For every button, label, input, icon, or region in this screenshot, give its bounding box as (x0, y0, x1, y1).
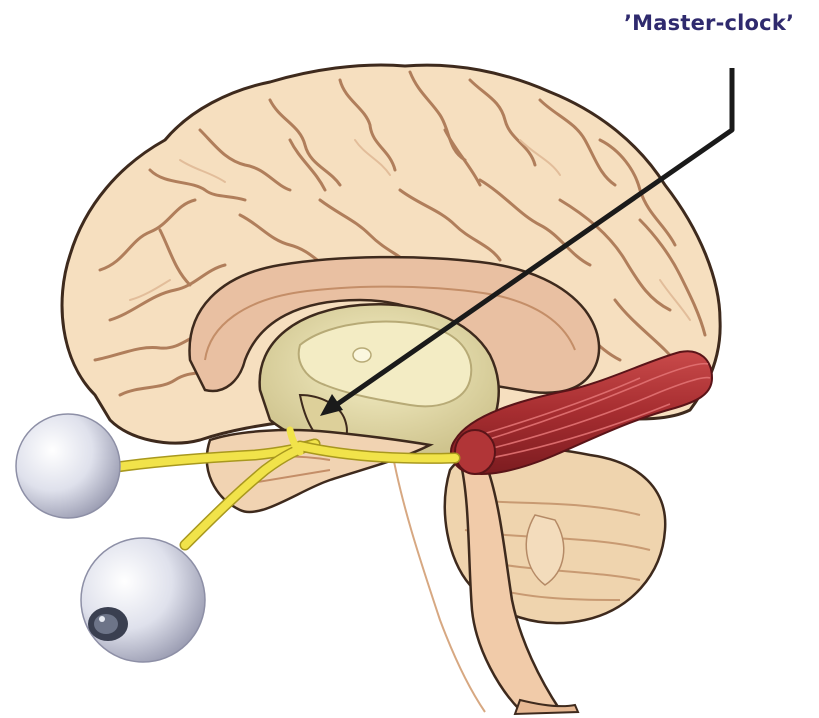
eye-lower (81, 538, 205, 662)
eye-upper (16, 414, 120, 518)
master-clock-label: ’Master-clock’ (624, 11, 819, 35)
